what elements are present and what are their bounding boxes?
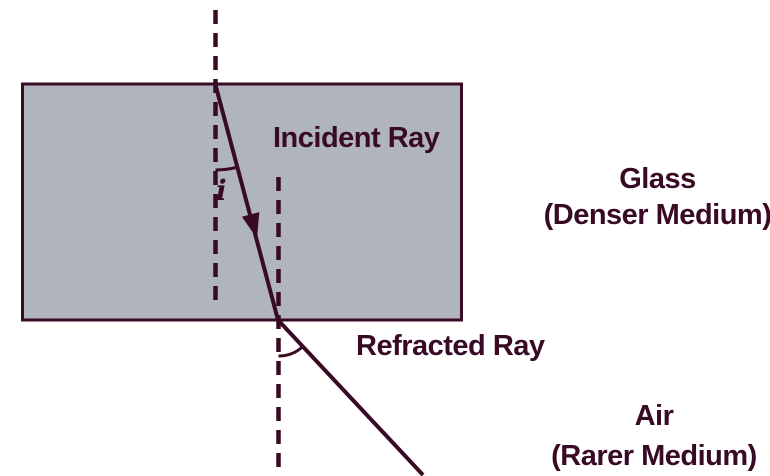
- incidence-angle-label: i: [216, 174, 227, 207]
- air-medium-label-line1: Air: [634, 400, 674, 432]
- glass-medium-label-line1: Glass: [619, 163, 696, 195]
- glass-medium-label-line2: (Denser Medium): [543, 199, 770, 231]
- refracted-ray-label: Refracted Ray: [356, 330, 545, 362]
- refraction-angle-arc: [278, 345, 305, 358]
- incident-ray-label: Incident Ray: [273, 122, 440, 154]
- incident-ray-line: [213, 84, 280, 321]
- glass-block: [21, 82, 463, 322]
- incident-ray-arrowhead: [241, 212, 260, 239]
- air-medium-label-line2: (Rarer Medium): [551, 440, 757, 472]
- air-medium-label: Air (Rarer Medium): [538, 396, 770, 476]
- incidence-angle-arc: [215, 165, 239, 172]
- glass-medium-label: Glass (Denser Medium): [540, 161, 770, 233]
